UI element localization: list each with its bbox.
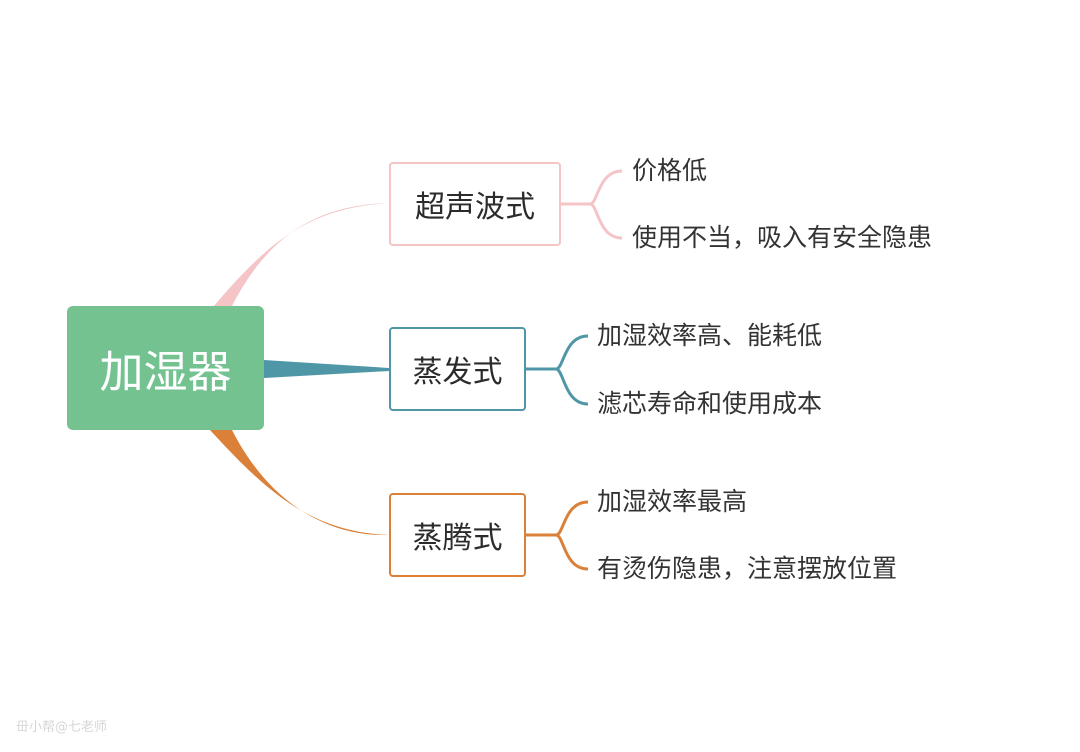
branch-node-label: 超声波式	[415, 190, 535, 225]
connector-branch-1-to-leaves	[561, 169, 623, 240]
connector-root-to-branch-3	[210, 430, 389, 536]
connector-root-to-branch-2	[264, 360, 389, 378]
branch-node-ultrasonic: 超声波式	[389, 162, 561, 246]
branch-node-label: 蒸腾式	[412, 521, 503, 556]
connector-root-to-branch-1	[214, 203, 389, 306]
leaf-node: 使用不当，吸入有安全隐患	[632, 223, 933, 252]
branch-node-evaporative: 蒸发式	[389, 327, 526, 411]
branch-node-label: 蒸发式	[412, 355, 503, 390]
leaf-node: 滤芯寿命和使用成本	[597, 389, 823, 418]
leaf-node: 加湿效率最高	[597, 487, 748, 516]
leaf-node: 加湿效率高、能耗低	[597, 321, 823, 350]
leaf-node: 价格低	[632, 156, 708, 185]
branch-node-steam: 蒸腾式	[389, 493, 526, 577]
leaf-node: 有烫伤隐患，注意摆放位置	[597, 554, 898, 583]
watermark: 毌小帮@七老师	[16, 720, 108, 735]
root-node: 加湿器	[67, 306, 264, 430]
connector-branch-2-to-leaves	[526, 334, 589, 406]
connector-branch-3-to-leaves	[526, 500, 589, 571]
root-node-label: 加湿器	[99, 347, 232, 398]
